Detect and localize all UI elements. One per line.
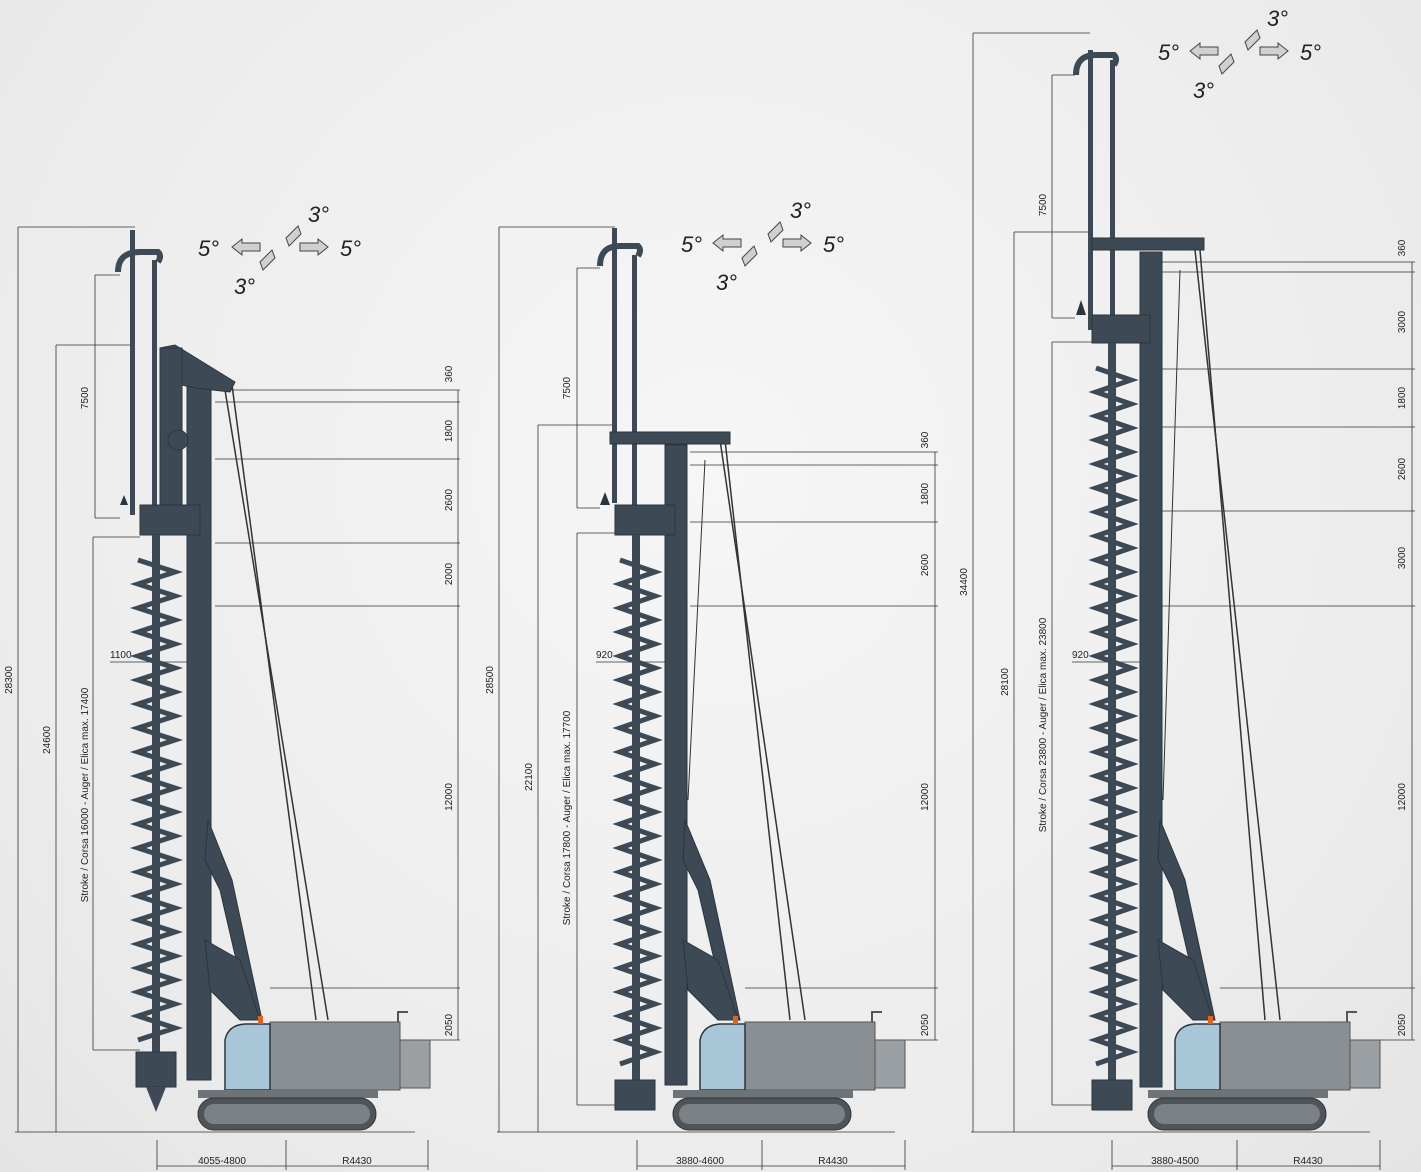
rig-3-left-dimensions: 34400 28100 Stroke / Corsa 23800 - Auger…: [959, 32, 1370, 1133]
tilt-left-arrow-icon: [231, 238, 261, 256]
rig-3-dim-2050: 2050: [1397, 1013, 1408, 1036]
rig-2-base-dimensions: 3880-4600 R4430: [636, 1140, 906, 1170]
rig-1-base-front: 4055-4800: [198, 1156, 246, 1167]
tilt-forward-icon: [285, 225, 302, 247]
rig-1-dim-2050: 2050: [444, 1013, 455, 1036]
rig-2-angle-left: 5°: [681, 232, 702, 257]
rig-1-guide-height: 24600: [42, 726, 53, 754]
tilt-right-arrow-icon: [1259, 42, 1289, 60]
rig-2-overall-height: 28500: [485, 666, 496, 694]
rig-1-machine: [115, 230, 431, 1131]
rig-3-base-front: 3880-4500: [1151, 1156, 1199, 1167]
rig-1-dim-2000: 2000: [444, 562, 455, 585]
rig-2-base-rear: R4430: [818, 1156, 848, 1167]
rig-3-base-dimensions: 3880-4500 R4430: [1111, 1140, 1381, 1170]
rig-3-dim-1800: 1800: [1397, 386, 1408, 409]
rig-1-overall-height: 28300: [4, 666, 15, 694]
rig-2-right-dimensions: 360 1800 2600 12000 2050: [690, 431, 938, 1041]
rig-3-overall-height: 34400: [959, 568, 970, 596]
rig-3-dim-3000a: 3000: [1397, 310, 1408, 333]
rig-2: 28500 22100 Stroke / Corsa 17800 - Auger…: [485, 198, 938, 1170]
rig-3: 34400 28100 Stroke / Corsa 23800 - Auger…: [959, 6, 1415, 1170]
tilt-right-arrow-icon: [782, 234, 812, 252]
rig-2-stroke-label: Stroke / Corsa 17800 - Auger / Elica max…: [562, 710, 573, 925]
rig-2-left-dimensions: 28500 22100 Stroke / Corsa 17800 - Auger…: [485, 226, 895, 1133]
rig-3-dim-3000b: 3000: [1397, 546, 1408, 569]
rig-3-machine: [1073, 50, 1381, 1131]
rig-1-dim-12000: 12000: [444, 783, 455, 811]
rig-1-base-rear: R4430: [342, 1156, 372, 1167]
rig-3-angle-back: 3°: [1193, 78, 1214, 103]
rig-2-angle-right: 5°: [823, 232, 844, 257]
rig-1-angle-left: 5°: [198, 236, 219, 261]
rig-1-dim-360: 360: [444, 365, 455, 382]
rig-2-guide-height: 22100: [524, 763, 535, 791]
rig-3-angle-right: 5°: [1300, 40, 1321, 65]
rig-3-top-travel: 7500: [1038, 193, 1049, 216]
rig-3-base-rear: R4430: [1293, 1156, 1323, 1167]
rig-3-angle-fwd: 3°: [1267, 6, 1288, 31]
rig-1-dim-2600: 2600: [444, 488, 455, 511]
rig-1: 28300 24600 Stroke / Corsa 16000 - Auger…: [4, 202, 460, 1170]
rig-1-auger-diameter: 1100: [110, 650, 132, 661]
tilt-left-arrow-icon: [712, 234, 742, 252]
rig-2-machine: [597, 228, 906, 1131]
rig-2-top-travel: 7500: [562, 376, 573, 399]
rig-1-left-dimensions: 28300 24600 Stroke / Corsa 16000 - Auger…: [4, 226, 415, 1133]
tilt-back-icon: [259, 249, 276, 271]
rig-2-angle-back: 3°: [716, 270, 737, 295]
rig-1-angle-back: 3°: [234, 274, 255, 299]
rig-1-tilt-indicator: 5° 5° 3° 3°: [198, 202, 361, 299]
rig-3-right-dimensions: 360 3000 1800 2600 3000 12000 2050: [1160, 239, 1415, 1041]
rig-1-dim-1800: 1800: [444, 419, 455, 442]
rig-3-dim-360: 360: [1397, 239, 1408, 256]
tilt-right-arrow-icon: [299, 238, 329, 256]
rig-3-auger-diameter: 920: [1072, 650, 1089, 661]
rig-2-dim-1800: 1800: [920, 482, 931, 505]
rig-1-angle-fwd: 3°: [308, 202, 329, 227]
rig-1-angle-right: 5°: [340, 236, 361, 261]
tilt-back-icon: [1218, 53, 1235, 75]
rig-3-dim-12000: 12000: [1397, 783, 1408, 811]
rig-1-right-dimensions: 360 1800 2600 2000 12000 2050: [215, 365, 460, 1041]
rig-1-stroke-label: Stroke / Corsa 16000 - Auger / Elica max…: [80, 687, 91, 902]
rig-1-base-dimensions: 4055-4800 R4430: [156, 1140, 429, 1170]
rig-2-dim-2050: 2050: [920, 1013, 931, 1036]
rig-1-top-travel: 7500: [80, 386, 91, 409]
tilt-forward-icon: [1244, 29, 1261, 51]
rig-3-angle-left: 5°: [1158, 40, 1179, 65]
rig-3-dim-2600: 2600: [1397, 457, 1408, 480]
rig-3-tilt-indicator: 5° 5° 3° 3°: [1158, 6, 1321, 103]
rig-3-stroke-label: Stroke / Corsa 23800 - Auger / Elica max…: [1038, 617, 1049, 832]
tilt-left-arrow-icon: [1189, 42, 1219, 60]
rig-2-base-front: 3880-4600: [676, 1156, 724, 1167]
rig-2-tilt-indicator: 5° 5° 3° 3°: [681, 198, 844, 295]
rig-2-auger-diameter: 920: [596, 650, 613, 661]
rig-2-angle-fwd: 3°: [790, 198, 811, 223]
rig-2-dim-360: 360: [920, 431, 931, 448]
tilt-forward-icon: [767, 221, 784, 243]
rig-3-guide-height: 28100: [1000, 668, 1011, 696]
rig-2-dim-2600: 2600: [920, 553, 931, 576]
tilt-back-icon: [741, 245, 758, 267]
rig-2-dim-12000: 12000: [920, 783, 931, 811]
